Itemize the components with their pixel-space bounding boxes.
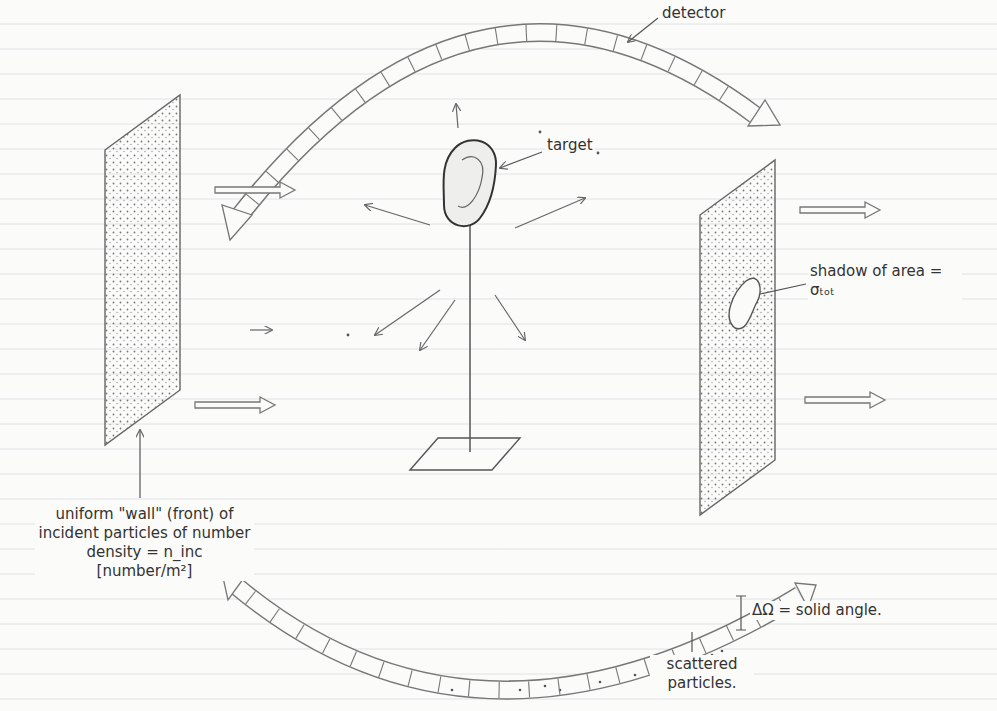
detector-segment bbox=[668, 57, 675, 71]
detector-segment bbox=[356, 89, 365, 102]
detector-segment bbox=[246, 591, 256, 604]
detector-segment bbox=[525, 25, 527, 41]
detector-segment bbox=[556, 25, 557, 41]
detector-segment bbox=[332, 108, 342, 120]
detector-segment bbox=[644, 659, 649, 674]
detector-segment bbox=[438, 677, 441, 693]
detector-segment bbox=[323, 639, 330, 653]
detector-arcs bbox=[222, 25, 816, 698]
detector-segment bbox=[381, 72, 389, 86]
shadow bbox=[729, 278, 760, 329]
beam-arrows bbox=[195, 182, 885, 413]
detector-segment bbox=[700, 638, 706, 653]
detector-end bbox=[748, 100, 780, 126]
shadow-label: shadow of area = σₜₒₜ bbox=[808, 262, 962, 300]
solid-angle-label: ΔΩ = solid angle. bbox=[750, 601, 884, 620]
detector-segment bbox=[587, 674, 590, 690]
detector-segment bbox=[408, 670, 412, 686]
detector-segment bbox=[266, 171, 278, 182]
detector-segment bbox=[287, 149, 298, 160]
detector-segment bbox=[296, 625, 304, 639]
detector-segment bbox=[309, 128, 320, 140]
detector-segment bbox=[270, 609, 279, 622]
detector-segment bbox=[641, 45, 647, 60]
detector-segment bbox=[528, 681, 530, 697]
incident-wall bbox=[105, 95, 180, 445]
detector-segment bbox=[694, 71, 702, 85]
detector-label: detector bbox=[660, 4, 727, 23]
detector-segment bbox=[616, 667, 620, 682]
scatter-arrows bbox=[250, 104, 599, 350]
incident-beam-label: uniform "wall" (front) of incident parti… bbox=[35, 505, 254, 581]
detector-band bbox=[240, 33, 755, 215]
detector-segment bbox=[727, 626, 734, 640]
detector-band-inner bbox=[240, 33, 755, 215]
detector-end bbox=[222, 205, 252, 240]
detector-segment bbox=[585, 29, 588, 45]
detector-segment bbox=[436, 45, 442, 60]
transmitted-wall bbox=[700, 160, 775, 515]
detector-segment bbox=[468, 680, 469, 696]
detector-segment bbox=[408, 57, 415, 71]
detector-segment bbox=[720, 87, 729, 100]
detector-segment bbox=[495, 28, 498, 44]
detector-segment bbox=[465, 35, 469, 50]
detector-segment bbox=[350, 651, 356, 666]
detector-segment bbox=[613, 35, 617, 50]
detector-segment bbox=[558, 679, 560, 695]
target-label: target bbox=[545, 136, 595, 155]
scattered-label: scattered particles. bbox=[650, 655, 754, 693]
detector-segment bbox=[498, 682, 499, 698]
target-figure bbox=[410, 140, 520, 470]
detector-segment bbox=[379, 662, 384, 677]
detector-segment bbox=[246, 194, 258, 204]
